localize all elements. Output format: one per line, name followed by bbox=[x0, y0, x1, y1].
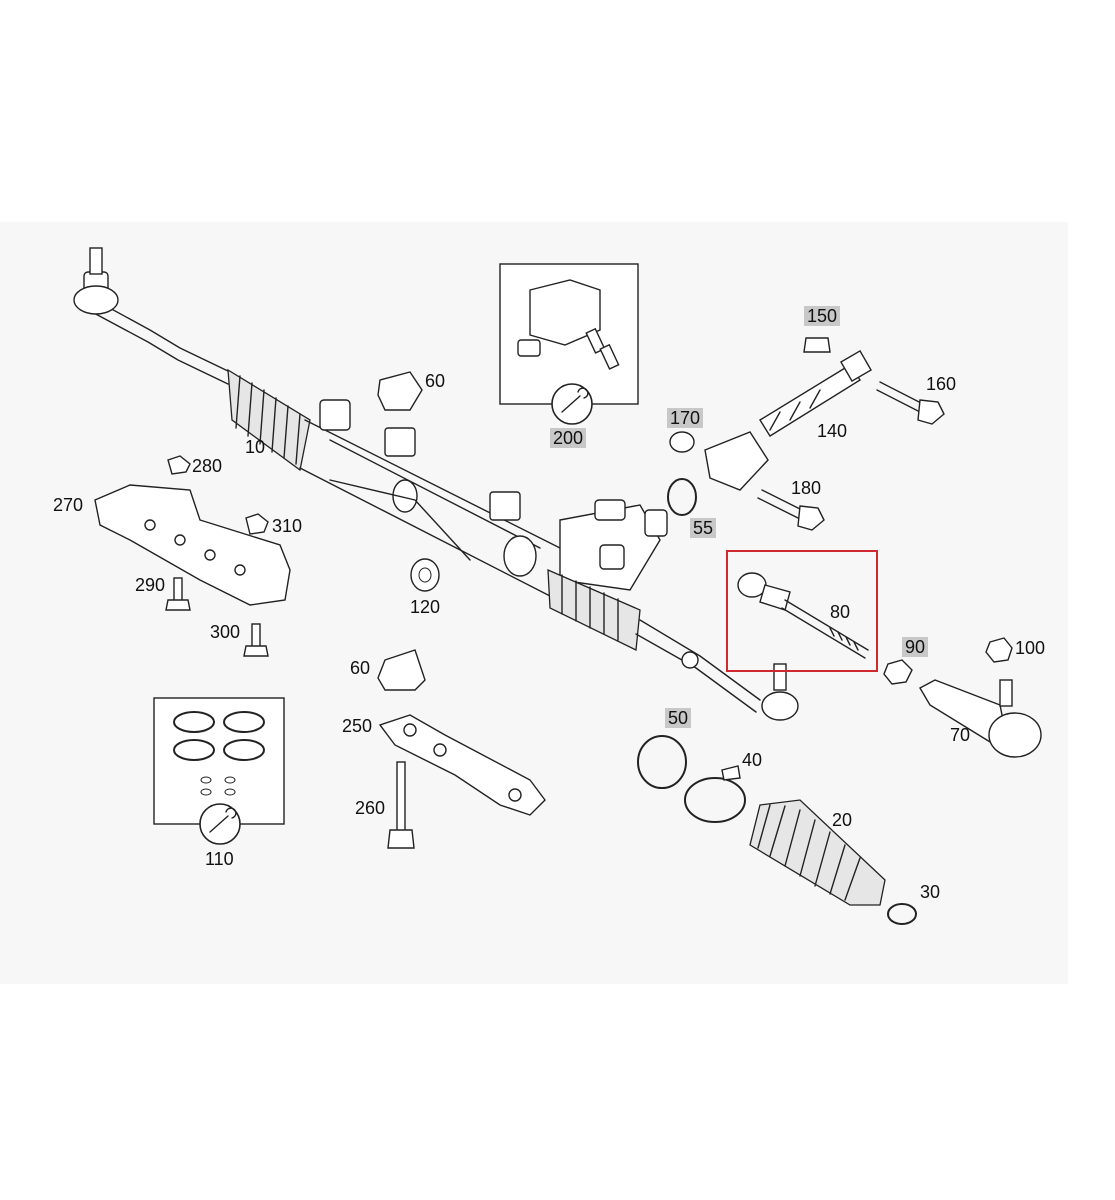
ring-50[interactable] bbox=[637, 735, 687, 789]
part-label-70[interactable]: 70 bbox=[950, 725, 971, 745]
part-label-260[interactable]: 260 bbox=[355, 798, 386, 818]
part-label-20[interactable]: 20 bbox=[832, 810, 853, 830]
part-label-150[interactable]: 150 bbox=[804, 306, 841, 326]
part-label-160[interactable]: 160 bbox=[926, 374, 957, 394]
part-label-110[interactable]: 110 bbox=[205, 849, 234, 869]
part-label-170[interactable]: 170 bbox=[667, 408, 704, 428]
nut-150[interactable] bbox=[803, 337, 831, 353]
nut-90[interactable] bbox=[883, 659, 913, 685]
nut-280[interactable] bbox=[167, 455, 191, 475]
bolt-260[interactable] bbox=[387, 761, 415, 849]
clip-30[interactable] bbox=[887, 903, 917, 925]
nut-310[interactable] bbox=[245, 513, 269, 535]
part-label-60-bottom[interactable]: 60 bbox=[350, 658, 371, 678]
highlight-box bbox=[726, 550, 878, 672]
cross-member-270[interactable] bbox=[94, 484, 291, 606]
seal-ring-55[interactable] bbox=[667, 478, 697, 516]
bushing-60-top[interactable] bbox=[377, 371, 423, 411]
part-label-250[interactable]: 250 bbox=[342, 716, 373, 736]
part-label-50[interactable]: 50 bbox=[665, 708, 692, 728]
part-label-140[interactable]: 140 bbox=[817, 421, 848, 441]
seal-kit-box-110[interactable] bbox=[153, 697, 285, 845]
part-label-300[interactable]: 300 bbox=[210, 622, 241, 642]
bolt-290[interactable] bbox=[165, 577, 191, 611]
part-label-200[interactable]: 200 bbox=[550, 428, 587, 448]
part-label-80[interactable]: 80 bbox=[830, 602, 851, 622]
bolt-160[interactable] bbox=[876, 381, 945, 425]
outer-tie-rod-end-70[interactable] bbox=[919, 679, 1042, 758]
steering-rack-part-10[interactable] bbox=[73, 247, 799, 721]
nut-100[interactable] bbox=[985, 637, 1013, 663]
part-label-270[interactable]: 270 bbox=[53, 495, 84, 515]
part-label-40[interactable]: 40 bbox=[742, 750, 763, 770]
bolt-300[interactable] bbox=[243, 623, 269, 657]
clamp-40[interactable] bbox=[684, 765, 746, 823]
part-label-180[interactable]: 180 bbox=[791, 478, 822, 498]
part-label-290[interactable]: 290 bbox=[135, 575, 166, 595]
seal-120[interactable] bbox=[410, 558, 440, 592]
steering-boot-20[interactable] bbox=[749, 799, 886, 906]
part-label-60-top[interactable]: 60 bbox=[425, 371, 446, 391]
part-label-280[interactable]: 280 bbox=[192, 456, 223, 476]
part-label-90[interactable]: 90 bbox=[902, 637, 929, 657]
part-label-100[interactable]: 100 bbox=[1015, 638, 1046, 658]
bracket-250[interactable] bbox=[378, 714, 546, 816]
part-label-55[interactable]: 55 bbox=[690, 518, 717, 538]
nut-170[interactable] bbox=[669, 431, 695, 453]
bolt-180[interactable] bbox=[757, 489, 825, 531]
inner-tie-rod-80[interactable] bbox=[726, 550, 878, 672]
bushing-60-bottom[interactable] bbox=[377, 649, 426, 691]
part-label-30[interactable]: 30 bbox=[920, 882, 941, 902]
intermediate-shaft-140[interactable] bbox=[704, 350, 872, 491]
part-label-310[interactable]: 310 bbox=[272, 516, 303, 536]
part-label-120[interactable]: 120 bbox=[410, 597, 441, 617]
valve-kit-box-200[interactable] bbox=[499, 263, 639, 425]
part-label-10[interactable]: 10 bbox=[245, 437, 266, 457]
